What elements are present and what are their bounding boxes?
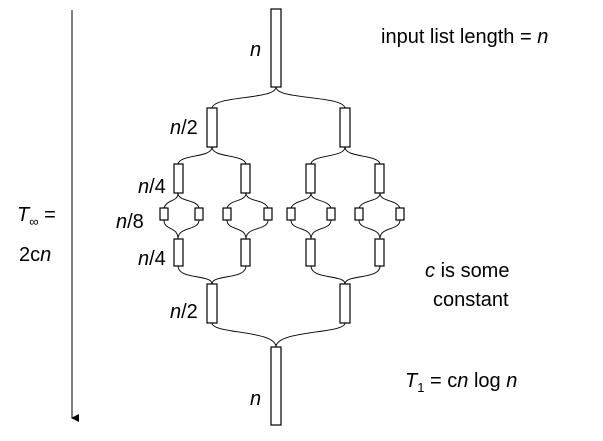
tree-boxes xyxy=(159,8,405,426)
wire-merge-l4-right xyxy=(310,265,381,285)
label-n4-top: n/4 xyxy=(138,176,166,198)
t-infinity-formula: T∞ = xyxy=(17,204,56,229)
box-root-top xyxy=(270,8,282,88)
label-n2-bottom: n/2 xyxy=(170,301,198,323)
label-n-bottom: n xyxy=(250,388,262,410)
box-l4-b xyxy=(240,238,251,267)
input-length-note: input list length = n xyxy=(381,26,549,48)
box-l1-left xyxy=(206,107,218,148)
box-l3-1 xyxy=(159,207,169,221)
box-l3-8 xyxy=(395,207,405,221)
wire-split-root xyxy=(211,86,346,109)
box-l2-a xyxy=(173,163,184,194)
wire-split-l2-d xyxy=(358,192,401,209)
box-l3-5 xyxy=(286,207,296,221)
label-n4-bottom: n/4 xyxy=(138,248,166,270)
t-infinity-value: 2cn xyxy=(19,244,52,266)
wire-merge-root xyxy=(211,322,346,348)
box-l4-c xyxy=(305,238,316,267)
wire-split-l1-right xyxy=(310,146,381,165)
box-l4-a xyxy=(173,238,184,267)
label-n8: n/8 xyxy=(116,211,144,233)
box-l5-right xyxy=(339,283,351,324)
box-l2-d xyxy=(374,163,385,194)
box-l3-3 xyxy=(222,207,232,221)
label-n2-top: n/2 xyxy=(170,117,198,139)
wire-merge-l3-d xyxy=(358,219,401,240)
constant-note-line1: c is some xyxy=(425,260,510,282)
t1-formula: T1 = cn log n xyxy=(405,370,518,395)
box-l3-2 xyxy=(194,207,204,221)
box-l1-right xyxy=(339,107,351,148)
wire-split-l2-a xyxy=(163,192,200,209)
wire-merge-l3-b xyxy=(226,219,269,240)
wire-merge-l4-left xyxy=(177,265,247,285)
box-l3-6 xyxy=(326,207,336,221)
wire-split-l1-left xyxy=(177,146,247,165)
wire-split-l2-b xyxy=(226,192,269,209)
box-l2-b xyxy=(240,163,251,194)
box-l2-c xyxy=(305,163,316,194)
constant-note-line2: constant xyxy=(433,289,509,311)
label-n-top: n xyxy=(250,39,262,61)
box-l3-4 xyxy=(263,207,273,221)
box-l5-left xyxy=(206,283,218,324)
wire-split-l2-c xyxy=(290,192,332,209)
wire-merge-l3-c xyxy=(290,219,332,240)
tree-wires xyxy=(163,86,401,348)
box-l4-d xyxy=(374,238,385,267)
wire-merge-l3-a xyxy=(163,219,200,240)
box-l3-7 xyxy=(354,207,364,221)
box-root-bottom xyxy=(270,346,282,426)
